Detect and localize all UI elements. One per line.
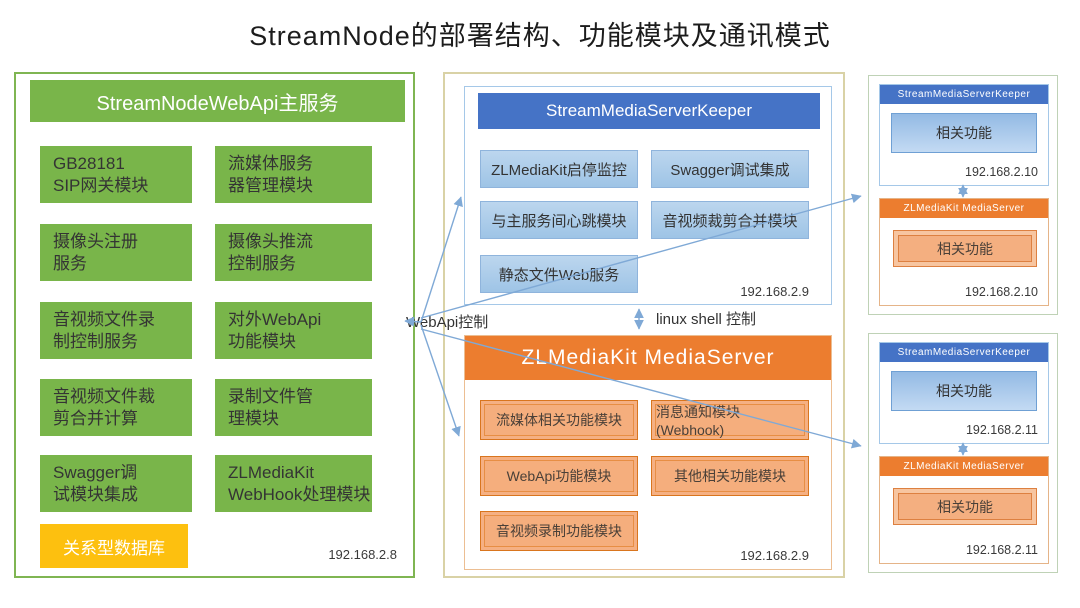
remote-node-2-keeper: StreamMediaServerKeeper 相关功能 192.168.2.1… — [879, 342, 1049, 444]
module-webhook-notify: 消息通知模块(Webhook) — [651, 400, 809, 440]
module-webhook-notify-label: 消息通知模块(Webhook) — [655, 404, 805, 438]
mediaserver-box: ZLMediaKit MediaServer 流媒体相关功能模块 消息通知模块(… — [464, 335, 832, 570]
module-av-record-control: 音视频文件录 制控制服务 — [40, 302, 192, 359]
remote-node-1-media-func-label: 相关功能 — [898, 235, 1032, 262]
module-camera-register: 摄像头注册 服务 — [40, 224, 192, 281]
module-av-record: 音视频录制功能模块 — [480, 511, 638, 551]
module-heartbeat: 与主服务间心跳模块 — [480, 201, 638, 239]
page-title: StreamNode的部署结构、功能模块及通讯模式 — [249, 21, 831, 51]
left-panel-ip: 192.168.2.8 — [328, 547, 397, 562]
webapi-main-service-panel: StreamNodeWebApi主服务 GB28181 SIP网关模块 流媒体服… — [14, 72, 415, 578]
remote-node-1: StreamMediaServerKeeper 相关功能 192.168.2.1… — [868, 75, 1058, 315]
remote-node-2: StreamMediaServerKeeper 相关功能 192.168.2.1… — [868, 333, 1058, 573]
mediaserver-header: ZLMediaKit MediaServer — [465, 336, 831, 380]
middle-host-panel: StreamMediaServerKeeper ZLMediaKit启停监控 S… — [443, 72, 845, 578]
module-swagger-debug: Swagger调 试模块集成 — [40, 455, 192, 512]
remote-node-2-keeper-header: StreamMediaServerKeeper — [880, 343, 1048, 362]
relational-database-box: 关系型数据库 — [40, 524, 188, 568]
remote-node-2-media-func: 相关功能 — [893, 488, 1037, 525]
module-record-file-manage: 录制文件管 理模块 — [215, 379, 372, 436]
module-stream-functions: 流媒体相关功能模块 — [480, 400, 638, 440]
keeper-service-box: StreamMediaServerKeeper ZLMediaKit启停监控 S… — [464, 86, 832, 305]
module-camera-push-control: 摄像头推流 控制服务 — [215, 224, 372, 281]
remote-node-2-keeper-ip: 192.168.2.11 — [965, 423, 1038, 437]
webapi-main-service-header: StreamNodeWebApi主服务 — [30, 80, 405, 122]
module-av-clip-merge: 音视频文件裁 剪合并计算 — [40, 379, 192, 436]
remote-node-1-media-func: 相关功能 — [893, 230, 1037, 267]
module-media-server-manage: 流媒体服务 器管理模块 — [215, 146, 372, 203]
keeper-service-header: StreamMediaServerKeeper — [478, 93, 820, 129]
remote-node-1-media: ZLMediaKit MediaServer 相关功能 192.168.2.10 — [879, 198, 1049, 306]
module-zlm-start-stop-monitor: ZLMediaKit启停监控 — [480, 150, 638, 188]
webapi-control-label: WebApi控制 — [406, 314, 489, 331]
module-stream-functions-label: 流媒体相关功能模块 — [484, 404, 634, 436]
module-webapi-functions-label: WebApi功能模块 — [484, 460, 634, 492]
linux-shell-control-label: linux shell 控制 — [656, 311, 757, 328]
remote-node-2-media: ZLMediaKit MediaServer 相关功能 192.168.2.11 — [879, 456, 1049, 564]
module-external-webapi: 对外WebApi 功能模块 — [215, 302, 372, 359]
remote-node-2-keeper-func: 相关功能 — [891, 371, 1037, 411]
module-webapi-functions: WebApi功能模块 — [480, 456, 638, 496]
remote-node-1-media-header: ZLMediaKit MediaServer — [880, 199, 1048, 218]
remote-node-1-keeper-header: StreamMediaServerKeeper — [880, 85, 1048, 104]
remote-node-1-keeper: StreamMediaServerKeeper 相关功能 192.168.2.1… — [879, 84, 1049, 186]
remote-node-1-media-ip: 192.168.2.10 — [965, 285, 1038, 299]
mediaserver-ip: 192.168.2.9 — [740, 548, 809, 563]
module-other-functions-label: 其他相关功能模块 — [655, 460, 805, 492]
remote-node-2-media-header: ZLMediaKit MediaServer — [880, 457, 1048, 476]
module-other-functions: 其他相关功能模块 — [651, 456, 809, 496]
remote-node-1-keeper-func: 相关功能 — [891, 113, 1037, 153]
module-swagger-integration: Swagger调试集成 — [651, 150, 809, 188]
module-gb28181-sip-gateway: GB28181 SIP网关模块 — [40, 146, 192, 203]
remote-node-2-media-ip: 192.168.2.11 — [965, 543, 1038, 557]
remote-node-1-keeper-ip: 192.168.2.10 — [965, 165, 1038, 179]
keeper-ip: 192.168.2.9 — [740, 284, 809, 299]
module-zlmediakit-webhook: ZLMediaKit WebHook处理模块 — [215, 455, 372, 512]
module-av-clip-merge-keeper: 音视频裁剪合并模块 — [651, 201, 809, 239]
remote-node-2-media-func-label: 相关功能 — [898, 493, 1032, 520]
module-static-web-service: 静态文件Web服务 — [480, 255, 638, 293]
module-av-record-label: 音视频录制功能模块 — [484, 515, 634, 547]
